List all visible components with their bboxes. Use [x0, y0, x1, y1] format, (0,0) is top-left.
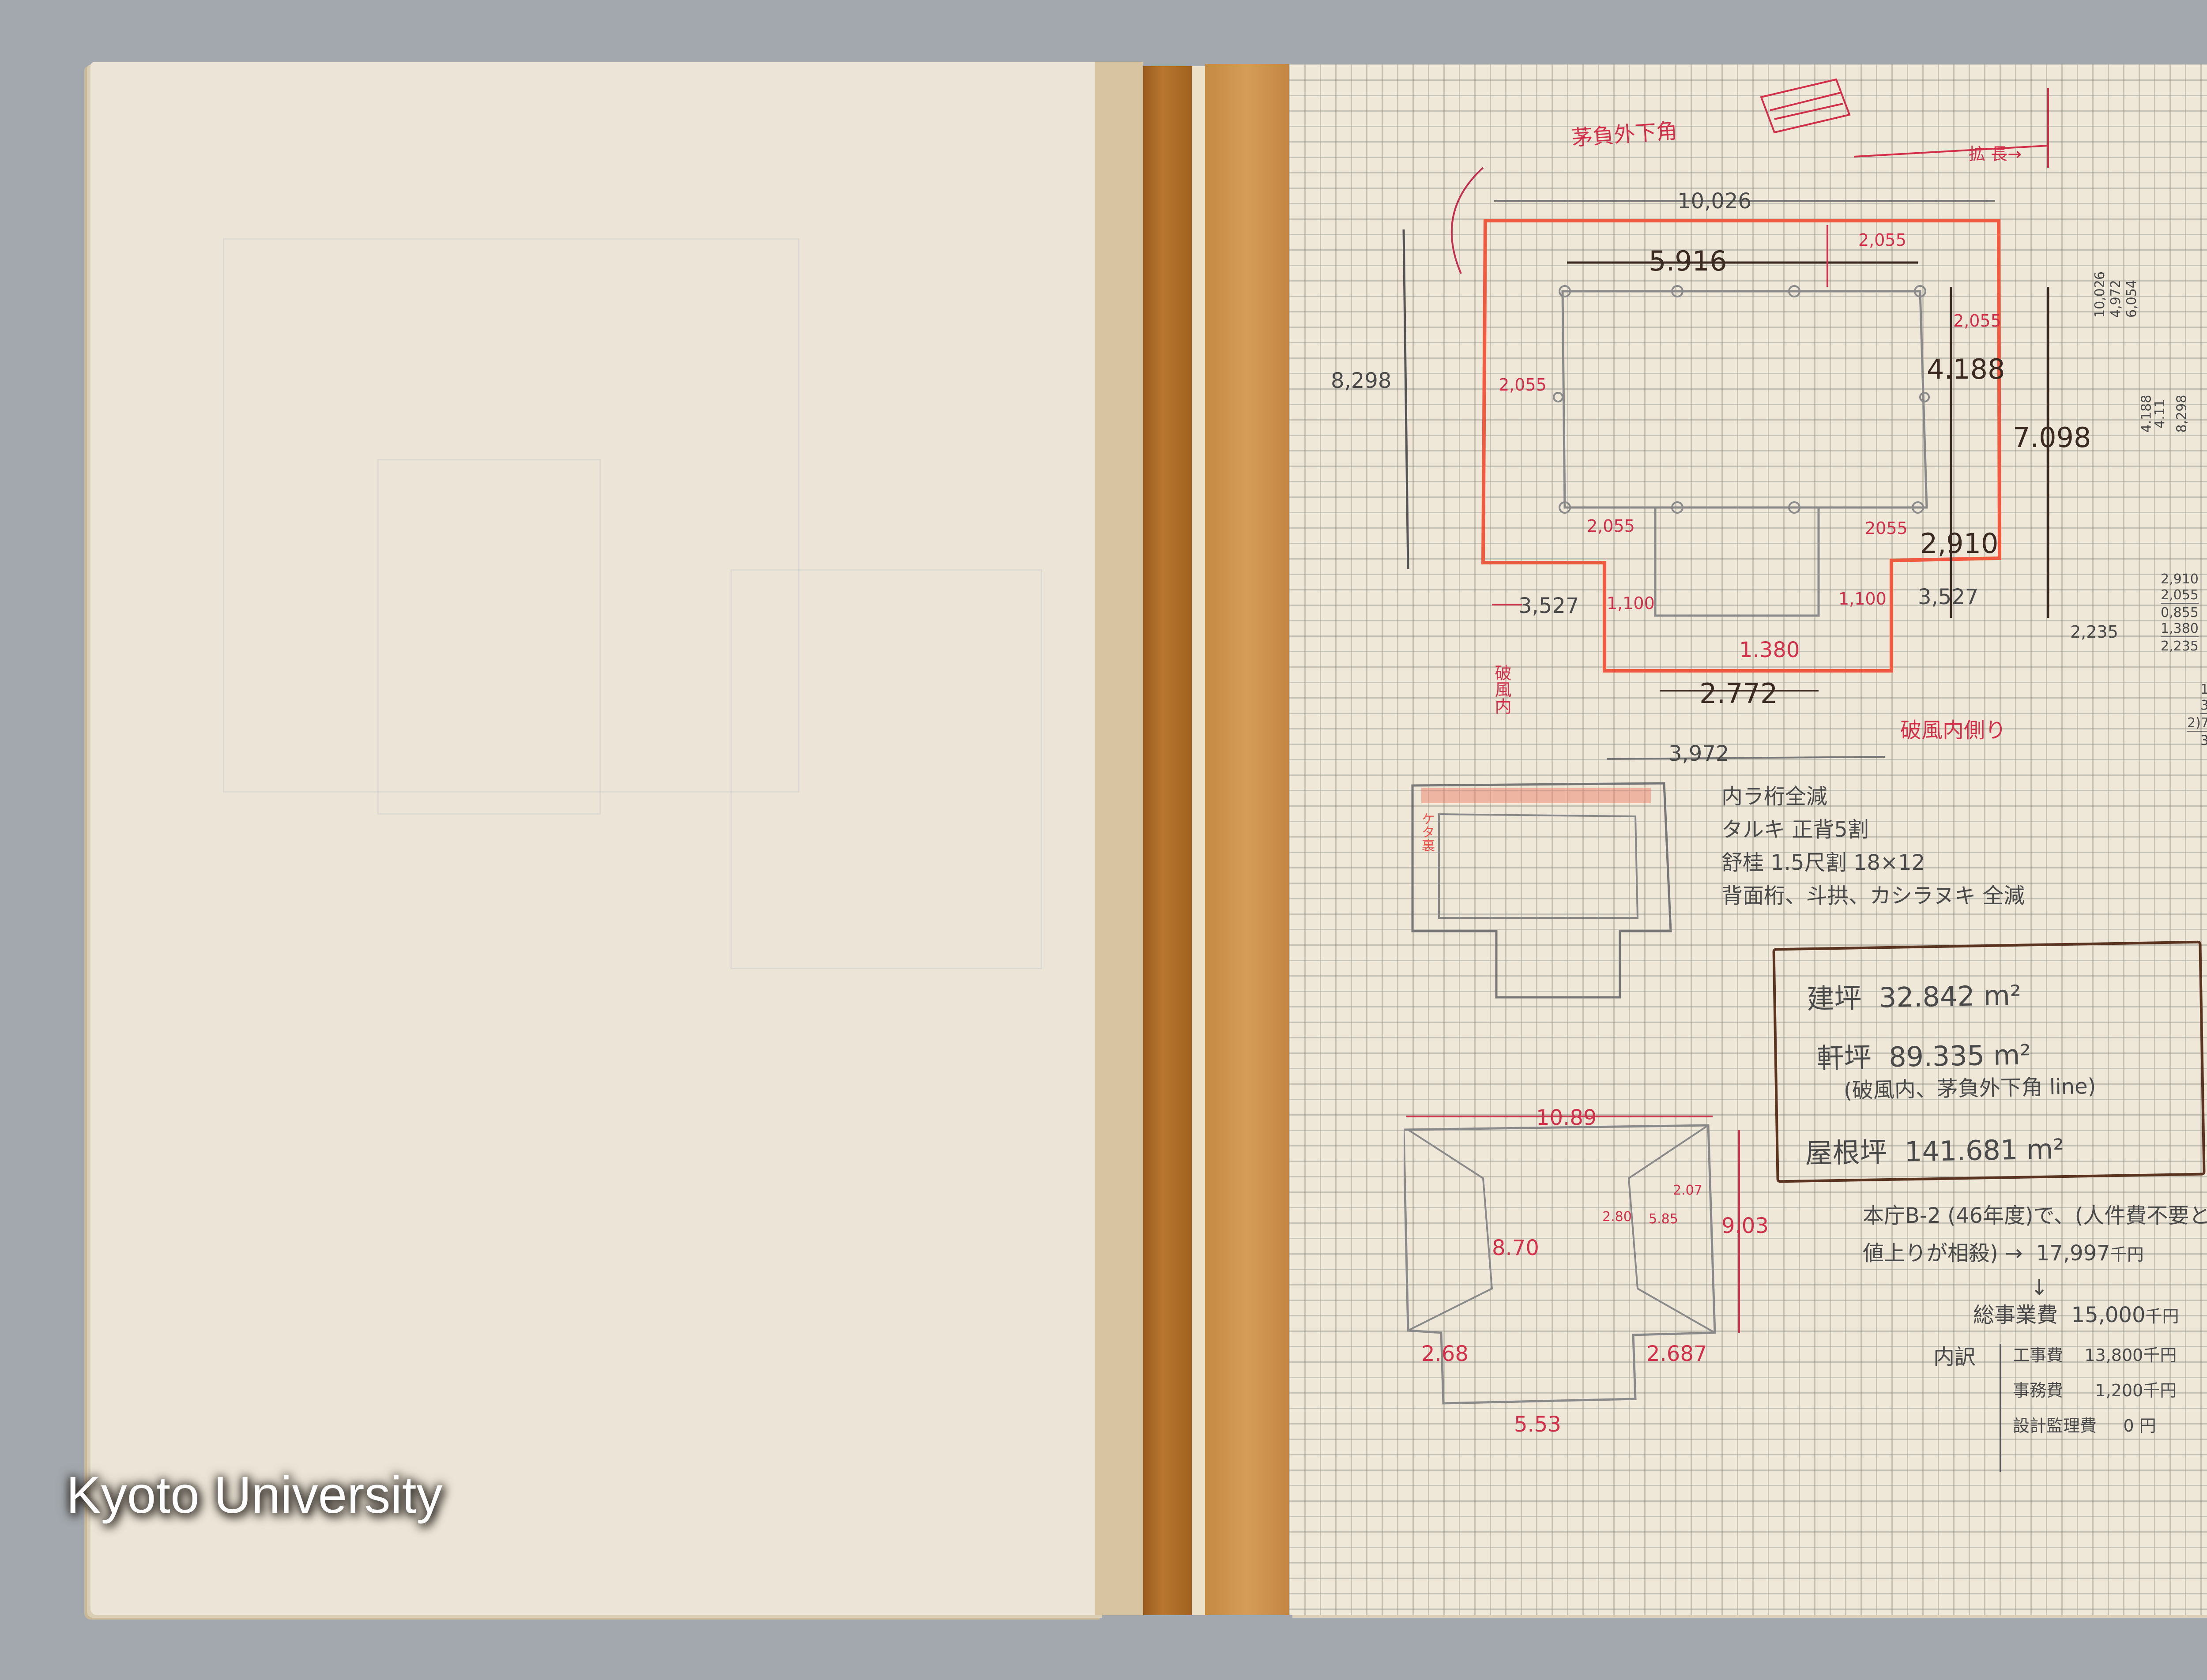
dim-core-width: 5.916: [1649, 245, 1727, 277]
calc-a-line: 6,054: [2124, 280, 2139, 318]
breakdown-item-value: 1,200: [2095, 1381, 2143, 1400]
roof-dim-porch: 5.53: [1514, 1412, 1561, 1437]
dim-right-height: 7.098: [2013, 421, 2091, 454]
spine-tape-dark: [1143, 66, 1192, 1615]
area-summary-box: 建坪 32.842 m² 軒坪 89.335 m² (破風内、茅負外下角 lin…: [1772, 940, 2206, 1183]
note-line: 背面桁、斗拱、カシラヌキ 全減: [1721, 883, 2025, 908]
dim-core-depth: 4.188: [1927, 353, 2005, 385]
small-plan-sketch: [1411, 782, 1672, 999]
ghost-elevation-detail: [377, 459, 601, 815]
eave-area-row: 軒坪 89.335 m²: [1816, 1032, 2031, 1075]
small-plan: ケタ裏: [1411, 782, 1672, 999]
cost-line-1: 本庁B-2 (46年度)で、(人件費不要と: [1863, 1203, 2207, 1228]
breakdown-row: 工事費 13,800千円: [2013, 1342, 2177, 1366]
dim-eave-right: 2,055: [1953, 311, 2001, 331]
calc-c-line: 1,380: [2161, 621, 2199, 637]
eave-area-value: 89.335 m²: [1888, 1038, 2031, 1073]
cost-line-2: 値上りが相殺) → 17,997千円: [1863, 1236, 2144, 1267]
calc-d-line: 3,527: [2200, 733, 2207, 748]
total-cost-unit: 千円: [2145, 1307, 2179, 1326]
roof-dim-ridge: 2.80: [1602, 1209, 1632, 1225]
roof-area-label: 屋根坪: [1804, 1136, 1888, 1170]
calc-d-line: 2)7,054: [2187, 715, 2207, 732]
note-line: タルキ 正背5割: [1721, 817, 1869, 842]
calc-d-line: 10,026: [2200, 682, 2207, 697]
breakdown-item-unit: 千円: [2143, 1381, 2177, 1400]
calc-c-line: 2,910: [2161, 571, 2199, 587]
roof-area-value: 141.681 m²: [1904, 1133, 2064, 1168]
spine-tape-right: [1205, 64, 1289, 1615]
roof-dim-inner-width: 8.70: [1492, 1236, 1539, 1260]
calc-a-line: 10,026: [2092, 271, 2108, 318]
label-detail-extend: 拡 長→: [1969, 144, 2022, 164]
watermark: Kyoto University: [66, 1466, 443, 1524]
ghost-elevation-side: [731, 569, 1042, 969]
dim-porch-right: 1,100: [1838, 589, 1887, 609]
label-gable-inner-left: 破風内: [1492, 664, 1511, 714]
roof-dim-top-right: 2.07: [1673, 1183, 1702, 1198]
dim-porch-width: 2.772: [1699, 677, 1778, 710]
calc-d-line: 3,972: [2200, 698, 2207, 714]
total-cost-label: 総事業費: [1973, 1303, 2058, 1327]
dim-left-wing: 3,527: [1518, 594, 1579, 618]
total-cost-row: 総事業費 15,000千円: [1973, 1297, 2179, 1328]
cost-estimate: 17,997: [2036, 1241, 2110, 1266]
label-keta-ura: ケタ裏: [1419, 812, 1435, 852]
roof-dim-width: 10.89: [1536, 1105, 1597, 1130]
breakdown-item-label: 事務費: [2013, 1381, 2064, 1400]
calc-c-line: 0,855: [2161, 605, 2199, 620]
roof-dim-wing-left: 2.68: [1421, 1342, 1469, 1366]
cost-estimate-unit: 千円: [2110, 1245, 2144, 1264]
building-area-row: 建坪 32.842 m²: [1807, 973, 2022, 1016]
cost-line-2-text: 値上りが相殺) →: [1863, 1241, 2023, 1266]
roof-dim-height: 9.03: [1721, 1214, 1769, 1238]
dim-eave-top: 2,055: [1858, 230, 1906, 250]
building-area-label: 建坪: [1806, 982, 1862, 1015]
dim-eave-left: 2,055: [1499, 375, 1547, 395]
breakdown-bracket: [2000, 1344, 2001, 1472]
breakdown-item-value: 13,800: [2084, 1346, 2143, 1365]
dim-right-step: 2,910: [1920, 527, 1999, 560]
note-line: 内ラ桁全減: [1721, 784, 1828, 809]
eave-area-note: (破風内、茅負外下角 line): [1843, 1074, 2096, 1103]
dim-eave-bottom-left: 2,055: [1587, 516, 1635, 536]
calc-c-line: 2,235: [2161, 639, 2199, 654]
eave-area-label: 軒坪: [1816, 1041, 1872, 1075]
roof-dim-hip: 5.85: [1649, 1211, 1678, 1227]
dim-porch-left: 1,100: [1607, 594, 1655, 613]
breakdown-item-unit: 円: [2139, 1416, 2156, 1436]
total-cost-value: 15,000: [2071, 1303, 2146, 1327]
spine-tape-left: [1095, 62, 1143, 1615]
calc-c-line: 2,055: [2161, 587, 2199, 604]
dim-porch-depth: 1.380: [1739, 638, 1800, 662]
dim-right-wing: 3,527: [1918, 585, 1979, 609]
ghost-elevation-drawing: [223, 238, 799, 793]
breakdown-row: 事務費 1,200千円: [2013, 1377, 2177, 1401]
calc-b-line: 4.11: [2152, 399, 2168, 428]
dim-overall-width: 10,026: [1677, 189, 1751, 214]
breakdown-item-label: 工事費: [2013, 1346, 2064, 1365]
dim-side-offset: 2,235: [2070, 622, 2118, 642]
breakdown-item-unit: 千円: [2143, 1346, 2177, 1365]
left-page: [90, 62, 1106, 1615]
roof-dim-wing-right: 2.687: [1646, 1342, 1707, 1366]
roof-area-row: 屋根坪 141.681 m²: [1805, 1127, 2064, 1171]
breakdown-item-value: 0: [2123, 1416, 2134, 1436]
label-gable-inner-right: 破風内側り: [1900, 718, 2007, 743]
breakdown-row: 設計監理費 0 円: [2013, 1412, 2156, 1436]
calc-a-line: 4,972: [2108, 280, 2124, 318]
spine-gutter: [1192, 66, 1205, 1615]
breakdown-item-label: 設計監理費: [2013, 1416, 2097, 1436]
dim-total-height: 8,298: [1331, 368, 1392, 393]
calc-b-line: 8,298: [2174, 395, 2190, 433]
dim-gable-width: 3,972: [1668, 741, 1729, 766]
breakdown-label: 内訳: [1933, 1345, 1976, 1369]
building-area-value: 32.842 m²: [1879, 979, 2022, 1014]
note-line: 舒桂 1.5尺割 18×12: [1721, 850, 1925, 875]
cost-arrow: ↓: [2030, 1275, 2049, 1300]
roof-plan-sketch: [1404, 1116, 1740, 1405]
dim-eave-bottom-right: 2055: [1865, 519, 1908, 538]
